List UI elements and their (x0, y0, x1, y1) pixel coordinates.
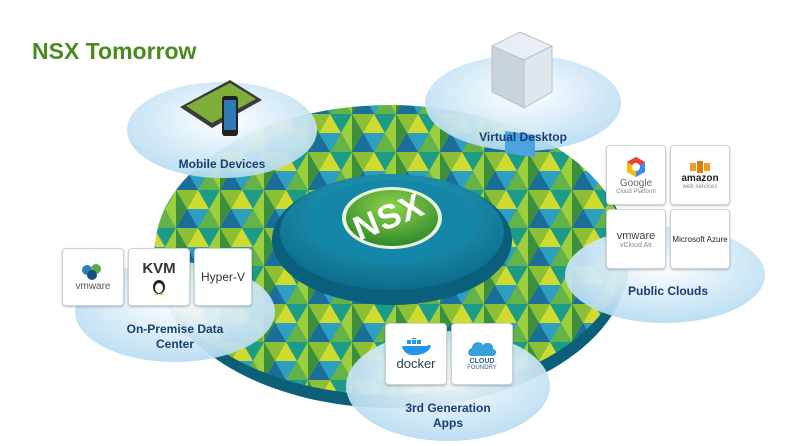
mobile-devices-label: Mobile Devices (178, 157, 266, 171)
azure-logo-text: Microsoft Azure (672, 234, 728, 244)
vcloud-logo-text: vmware (616, 229, 656, 242)
google-logo-sub: Cloud Platform (616, 188, 656, 195)
vmware-logo: vmware (62, 248, 124, 306)
vmware-cluster-icon (82, 263, 101, 280)
tablet-phone-icon (180, 80, 262, 136)
public-clouds-label: Public Clouds (627, 284, 708, 298)
virtual-desktop-label: Virtual Desktop (479, 130, 567, 144)
docker-logo: docker (385, 323, 447, 385)
cf-logo-text-2: FOUNDRY (467, 364, 497, 371)
vcloud-air-logo: vmware vCloud Air (606, 209, 666, 269)
virtual-desktop-cube-icon (490, 31, 554, 158)
kvm-logo-text: KVM (142, 259, 176, 277)
apps-label-line2: Apps (433, 416, 463, 430)
google-cloud-logo: Google Cloud Platform (606, 145, 666, 205)
page-title: NSX Tomorrow (32, 38, 197, 64)
docker-logo-text: docker (396, 355, 436, 371)
nsx-badge (346, 190, 438, 246)
penguin-icon (153, 279, 165, 295)
onprem-label: On-Premise Data Center (108, 322, 242, 352)
onprem-label-line2: Center (155, 337, 194, 351)
amazon-logo-sub: web services (682, 183, 718, 190)
apps-label-line1: 3rd Generation (405, 401, 491, 415)
hyper-v-logo: Hyper-V (194, 248, 252, 306)
apps-label: 3rd Generation Apps (390, 401, 506, 431)
kvm-logo: KVM (128, 248, 190, 306)
amazon-web-services-logo: amazon web services (670, 145, 730, 205)
hyperv-logo-text: Hyper-V (200, 270, 245, 284)
google-hex-icon (627, 156, 645, 177)
cf-logo-text-1: CLOUD (469, 357, 495, 365)
vcloud-logo-sub: vCloud Air (620, 241, 652, 249)
amazon-logo-text: amazon (681, 172, 719, 184)
cloud-foundry-icon (468, 341, 497, 356)
cloud-foundry-logo: CLOUD FOUNDRY (451, 323, 513, 385)
docker-whale-icon (402, 337, 431, 355)
vmware-logo-text: vmware (75, 280, 111, 292)
onprem-label-line1: On-Premise Data (126, 322, 224, 336)
microsoft-azure-logo: Microsoft Azure (670, 209, 730, 269)
aws-cubes-icon (690, 160, 710, 173)
google-logo-text: Google (619, 177, 653, 189)
